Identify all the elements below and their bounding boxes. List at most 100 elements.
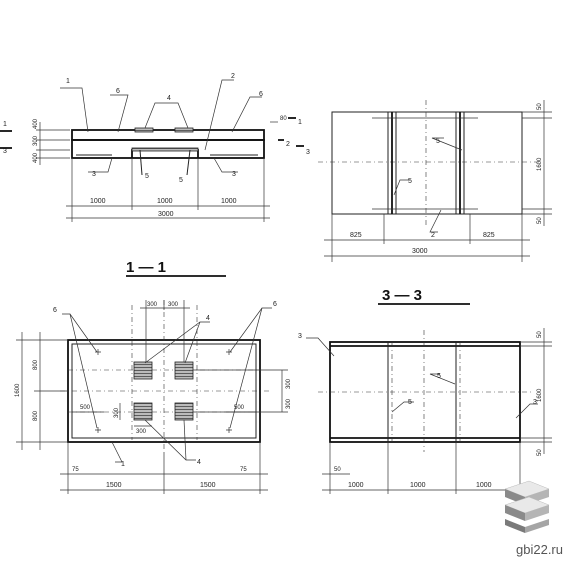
section-1-1: 1 6 4 2 6 3 5 5 3 400 300 400 1 3 80 1 2…	[0, 73, 310, 277]
leader-6-d	[229, 307, 263, 429]
site-logo-icon	[504, 480, 550, 533]
callout-3-right: 3	[533, 399, 537, 406]
br-dim-1600: 1600	[537, 388, 543, 402]
callout-3b: 3	[232, 171, 236, 178]
dim-inner-300a: 300	[114, 407, 120, 418]
callout-5-left: 5	[408, 178, 412, 185]
leader-4-a	[144, 321, 210, 364]
leader-3b	[213, 157, 238, 173]
leader-3a	[88, 157, 113, 173]
br-dim-1000a: 1000	[348, 482, 364, 489]
leader-5-br-top	[429, 373, 456, 385]
cut-mark-1-left: 1	[3, 121, 7, 128]
leader-4	[144, 102, 189, 129]
watermark-text[interactable]: gbi22.ru	[516, 542, 563, 557]
dim-left-1600: 1600	[15, 383, 21, 397]
section-title-1-1: 1 — 1	[126, 259, 166, 276]
lifting-lug-left	[134, 127, 154, 133]
callout-5b: 5	[179, 177, 183, 184]
dim-3000: 3000	[412, 248, 428, 255]
dim-bottom-75b: 75	[240, 467, 247, 473]
cut-mark-2: 2	[286, 141, 290, 148]
dim-825-right: 825	[483, 232, 495, 239]
dim-left-300: 300	[33, 135, 39, 146]
leader-2	[204, 79, 234, 151]
dim-inner-500b: 500	[234, 405, 245, 411]
section-3-3: 3 — 3 3 5 3 5 50 1600 50 50	[298, 287, 552, 494]
plate-1	[133, 361, 153, 380]
leader-5-br-bot	[391, 401, 414, 413]
leader-5a	[139, 149, 143, 176]
leader-6b	[231, 96, 262, 133]
callout-3-left: 3	[298, 333, 302, 340]
br-dim-bottom-50: 50	[334, 467, 341, 473]
callout-5-br-bot: 5	[408, 399, 412, 406]
dim-total: 3000	[158, 211, 174, 218]
leader-4-b	[184, 321, 201, 364]
callout-2-plan: 2	[431, 232, 435, 239]
callout-6-left: 6	[53, 307, 57, 314]
callout-6b: 6	[259, 91, 263, 98]
dim-bottom-1: 1000	[90, 198, 106, 205]
leader-5-left	[393, 179, 410, 196]
callout-3a: 3	[92, 171, 96, 178]
dim-left-800a: 800	[33, 359, 39, 370]
leader-3-left	[306, 337, 335, 357]
dim-left-400b: 400	[33, 152, 39, 163]
br-dim-1000c: 1000	[476, 482, 492, 489]
plan-bottom-left: 6 4 6 4 1 300 300 1600 800 800 500 300 3…	[15, 300, 292, 494]
dim-top-300b: 300	[168, 302, 179, 308]
leader-1-bl	[111, 441, 123, 463]
dim-bottom-2: 1000	[157, 198, 173, 205]
dim-bottom-3: 1000	[221, 198, 237, 205]
dim-inner-500a: 500	[80, 405, 91, 411]
leader-4-d	[183, 419, 187, 461]
plate-2	[174, 361, 194, 380]
dim-left-400a: 400	[33, 118, 39, 129]
dim-right-50b: 50	[537, 217, 543, 224]
dim-inner-300c: 300	[286, 378, 292, 389]
cut-mark-3-left: 3	[3, 148, 7, 155]
leader-4-c	[144, 419, 196, 461]
callout-1: 1	[66, 78, 70, 85]
callout-4: 4	[167, 95, 171, 102]
leader-6-b	[69, 313, 98, 429]
section-title-3-3: 3 — 3	[382, 287, 422, 304]
dim-inner-300d: 300	[286, 398, 292, 409]
dim-inner-300b: 300	[136, 429, 147, 435]
plate-4	[174, 402, 194, 421]
callout-4-bottom: 4	[197, 459, 201, 466]
lifting-lug-right	[174, 127, 194, 133]
br-dim-50a: 50	[537, 331, 543, 338]
dim-1500a: 1500	[106, 482, 122, 489]
callout-4-top: 4	[206, 315, 210, 322]
dim-1500b: 1500	[200, 482, 216, 489]
slab-bottom-layer	[71, 139, 265, 159]
callout-5a: 5	[145, 173, 149, 180]
leader-6a	[110, 94, 129, 133]
leader-5-top	[431, 137, 463, 151]
leader-1	[60, 87, 89, 133]
dim-bottom-75a: 75	[72, 467, 79, 473]
plan-top-right: 5 5 2 825 825 3000 50 1600 50	[318, 100, 552, 262]
dim-825-left: 825	[350, 232, 362, 239]
insert-marks	[95, 349, 232, 433]
plate-3	[133, 402, 153, 421]
dim-top-300a: 300	[147, 302, 158, 308]
leader-3-right	[515, 403, 538, 419]
cut-mark-3-right: 3	[306, 149, 310, 156]
callout-5-top: 5	[436, 138, 440, 145]
br-dim-1000b: 1000	[410, 482, 426, 489]
callout-2: 2	[231, 73, 235, 80]
dim-left-800b: 800	[33, 410, 39, 421]
callout-6a: 6	[116, 88, 120, 95]
callout-5-br-top: 5	[437, 373, 441, 380]
br-dim-50b: 50	[537, 449, 543, 456]
leader-6-c	[229, 307, 272, 353]
callout-1-bl: 1	[121, 461, 125, 468]
dim-right-1600: 1600	[537, 157, 543, 171]
slab-top-layer	[71, 129, 265, 141]
leader-2-plan	[429, 209, 442, 233]
leader-5b	[186, 149, 191, 176]
